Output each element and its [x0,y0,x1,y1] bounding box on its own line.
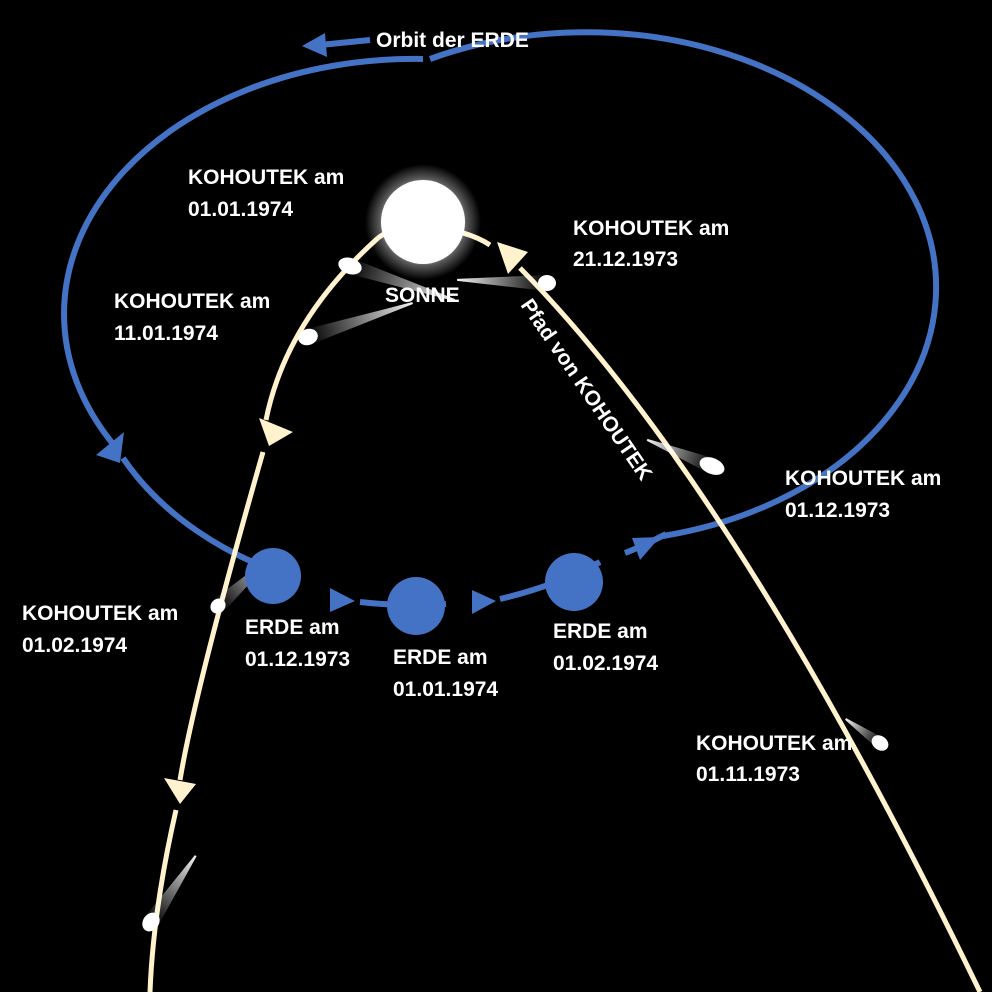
earth-label-date: 01.02.1974 [553,652,658,675]
comet-icon [845,718,889,751]
comet-label-line1: KOHOUTEK am [114,290,270,313]
earth-label-date: 01.12.1973 [245,648,350,671]
orbit-label: Orbit der ERDE [376,29,529,52]
sun-label: SONNE [385,284,460,307]
comet-label-date: 01.12.1973 [785,499,890,522]
comet-label-line1: KOHOUTEK am [573,217,729,240]
comet-direction-arrow-icon [164,778,196,804]
comet-label-0101: KOHOUTEK am 01.01.1974 [188,166,344,221]
comet-label-date: 11.01.1974 [114,322,218,345]
comet-label-line1: KOHOUTEK am [696,732,852,755]
sun [365,164,481,280]
comet-label-0111: KOHOUTEK am 01.11.1973 [696,732,852,786]
comet-icon [298,302,413,346]
earth-label-date: 01.01.1974 [393,678,498,701]
comet-icon [338,257,455,301]
earth-marker [545,553,603,611]
comet-icon [457,274,556,292]
earth-label-line1: ERDE am [393,646,488,669]
comet-label-date: 21.12.1973 [573,248,678,271]
comet-label-date: 01.01.1974 [188,198,293,221]
earth-orbit-arrows [96,33,660,614]
comet-icon [646,438,725,475]
comet-label-2112: KOHOUTEK am 21.12.1973 [573,217,729,271]
comet-path-arrows [164,242,528,804]
orbit-direction-arrow-icon [302,33,371,57]
comet-label-0102: KOHOUTEK am 01.02.1974 [22,602,178,657]
comet-label-line1: KOHOUTEK am [188,166,344,189]
comet-path [147,224,983,992]
orbit-direction-arrow-icon [96,432,124,463]
orbit-direction-arrow-icon [632,537,660,560]
comet-icon [142,855,197,932]
earth-markers [245,548,603,635]
orbit-direction-arrow-icon [472,590,496,614]
earth-marker [245,548,301,604]
earth-label-0112: ERDE am 01.12.1973 [245,616,350,671]
comet-label-line1: KOHOUTEK am [785,467,941,490]
earth-label-0102: ERDE am 01.02.1974 [553,620,658,675]
comet-label-date: 01.11.1973 [696,763,800,786]
comet-label-1101: KOHOUTEK am 11.01.1974 [114,290,270,345]
comet-label-line1: KOHOUTEK am [22,602,178,625]
comet-direction-arrow-icon [259,418,293,446]
earth-marker [387,577,445,635]
comet-label-date: 01.02.1974 [22,634,127,657]
earth-label-0101: ERDE am 01.01.1974 [393,646,498,701]
comet-label-0112: KOHOUTEK am 01.12.1973 [785,467,941,522]
earth-label-line1: ERDE am [245,616,340,639]
orbit-direction-arrow-icon [330,588,355,612]
comet-direction-arrow-icon [497,242,528,274]
earth-label-line1: ERDE am [553,620,648,643]
comet-path-label: Pfad von KOHOUTEK [516,295,657,485]
